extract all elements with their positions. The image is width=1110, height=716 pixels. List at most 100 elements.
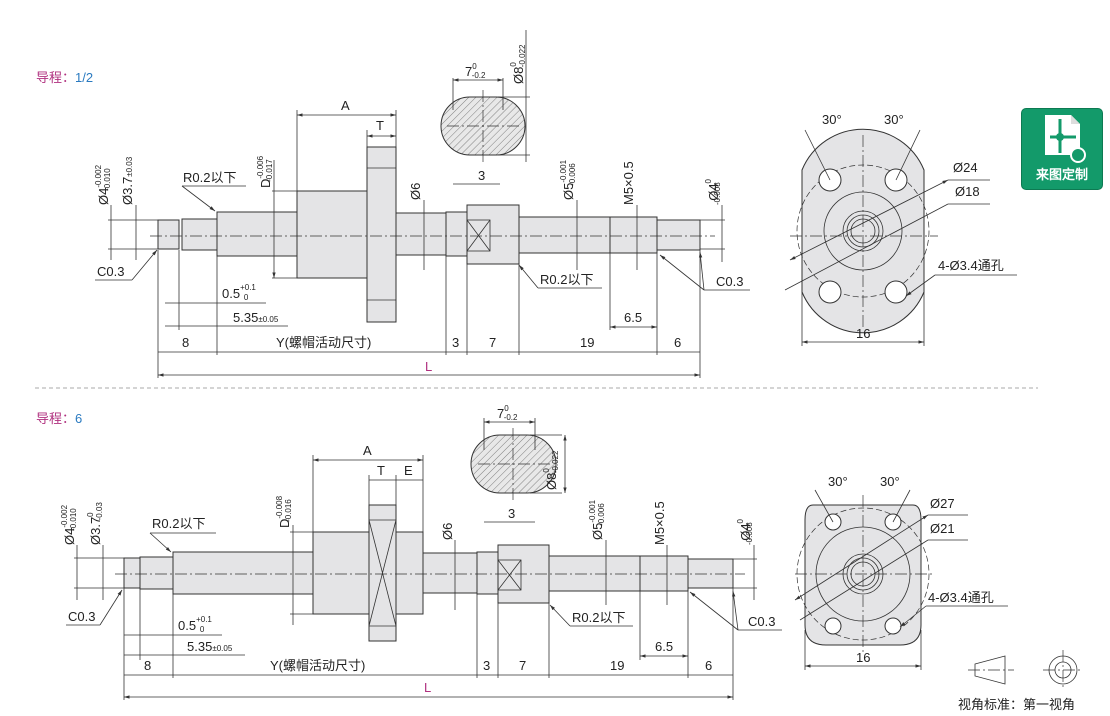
dimension-label: 7 [489,335,496,350]
shaft-segment [139,556,174,590]
dimension-label: R0.2以下 [572,610,625,625]
dimension-label: Ø3.7±0.03 [120,156,135,205]
drawing-line [99,589,123,626]
nut-body [296,190,368,279]
screw-shaft-side-view [150,146,715,323]
drawing-line [799,539,929,621]
dimension-label: Ø80-0.022 [542,450,560,490]
dimension-label: Ø4-0.002-0.010 [60,504,78,545]
dimension-label: 7 [497,406,504,421]
dimension-label: 30° [828,474,848,489]
dimension-label: 6.5 [624,310,642,325]
dimension-label: Y(螺帽活动尺寸) [270,658,365,673]
dimension-label: -0.008 [745,522,754,545]
dimension-label: Ø18 [955,184,980,199]
dimension-label: -0.002 [60,504,69,527]
dimension-label: 7 [465,64,472,79]
m5-thread [609,216,658,254]
dimension-label: 导程： [36,411,75,426]
dimension-label: Ø8 [544,473,559,490]
shaft-segment [123,557,141,589]
dimension-label: Ø40-0.008 [704,178,722,205]
dimension-label: -0.006 [256,155,265,178]
dimension-label: 30° [880,474,900,489]
dimension-label: Ø3.7 [120,177,135,205]
dimension-label: ±0.05 [258,315,279,324]
dimension-label: L [424,680,431,695]
dimension-label: 0 [504,404,509,413]
drawing-line [784,203,949,291]
dimension-label: 5.35±0.05 [233,310,279,325]
shaft-segment [422,552,478,594]
drawing-line [824,617,842,635]
lead-value: 1/2 [75,70,93,85]
dimension-label: 8 [182,335,189,350]
dimension-label: 16 [856,326,870,341]
dimension-label: 8 [144,658,151,673]
shaft-segment [687,558,734,589]
dimension-label: 6 [75,411,82,426]
dimension-label: A [341,98,350,113]
screw-shaft-side-view [115,504,745,642]
dimension-label: D [277,519,292,528]
drawing-line [1056,133,1064,141]
shaft-segment [181,218,218,251]
drawing-line [804,129,831,181]
custom-drawing-label: 来图定制 [1035,167,1088,182]
dimension-label: Ø8 [511,67,526,84]
shaft-cross-section: 70-0.2 Ø8 0 -0.022 [440,30,530,162]
projection-label: 视角标准：第一视角 [958,697,1075,712]
shaft-segment [395,531,424,615]
drawing-line [794,514,929,601]
dimension-label: -0.010 [69,508,78,531]
dimension-label: 5.35±0.05 [187,639,233,654]
dimension-label: A [363,443,372,458]
dimension-label: C0.3 [748,614,775,629]
dimension-label: 0 [736,518,745,523]
drawing-line [659,254,705,291]
dimension-label: Ø5-0.001-0.006 [588,499,606,540]
drawing-line [895,129,921,181]
section-title: 导程： [36,70,75,85]
dimension-label: 0.5 [178,618,196,633]
dimension-label: Y(螺帽活动尺寸) [276,335,371,350]
dimension-label: -0.03 [95,502,104,521]
drawing-line [884,617,902,635]
dimension-label: 3 [508,506,515,521]
dimension-label: 6 [705,658,712,673]
dimension-label: -0.2 [472,71,486,80]
dimension-label: 4-Ø3.4通孔 [938,258,1004,273]
dimension-label: -0.022 [518,44,527,67]
dimension-label: D [258,179,273,188]
custom-drawing-button[interactable]: 来图定制 [1021,108,1103,190]
dimension-label: 70-0.2 [465,62,486,80]
shaft-segment [312,531,370,615]
dimension-label: -0.010 [103,168,112,191]
drawing-line [368,519,397,627]
dimension-label: T [377,463,385,478]
section-lead-1-2: 导程：1/2 A T D-0.006-0.017 Ø4-0.002-0.010 … [36,30,1017,378]
dimension-label: 0 [472,62,477,71]
shaft-segment [548,555,641,592]
drawing-line [497,559,522,591]
shaft-segment [639,555,689,592]
drawing-line [181,185,216,212]
dimension-label: Ø4 [96,188,111,205]
dimension-label: Ø4-0.002-0.010 [94,164,112,205]
dimension-label: 30° [884,112,904,127]
dimension-label: -0.017 [265,159,274,182]
drawing-line [698,251,705,291]
shaft-segment [395,212,447,256]
hex-collar [466,204,520,265]
dimension-label: -0.006 [597,503,606,526]
dimension-label: L [425,359,432,374]
dimension-label: Ø4 [738,523,753,540]
dimension-label: +0.1 [196,615,212,624]
dimension-label: +0.1 [240,283,256,292]
drawing-line [899,605,927,628]
dimension-label: R0.2以下 [152,516,205,531]
